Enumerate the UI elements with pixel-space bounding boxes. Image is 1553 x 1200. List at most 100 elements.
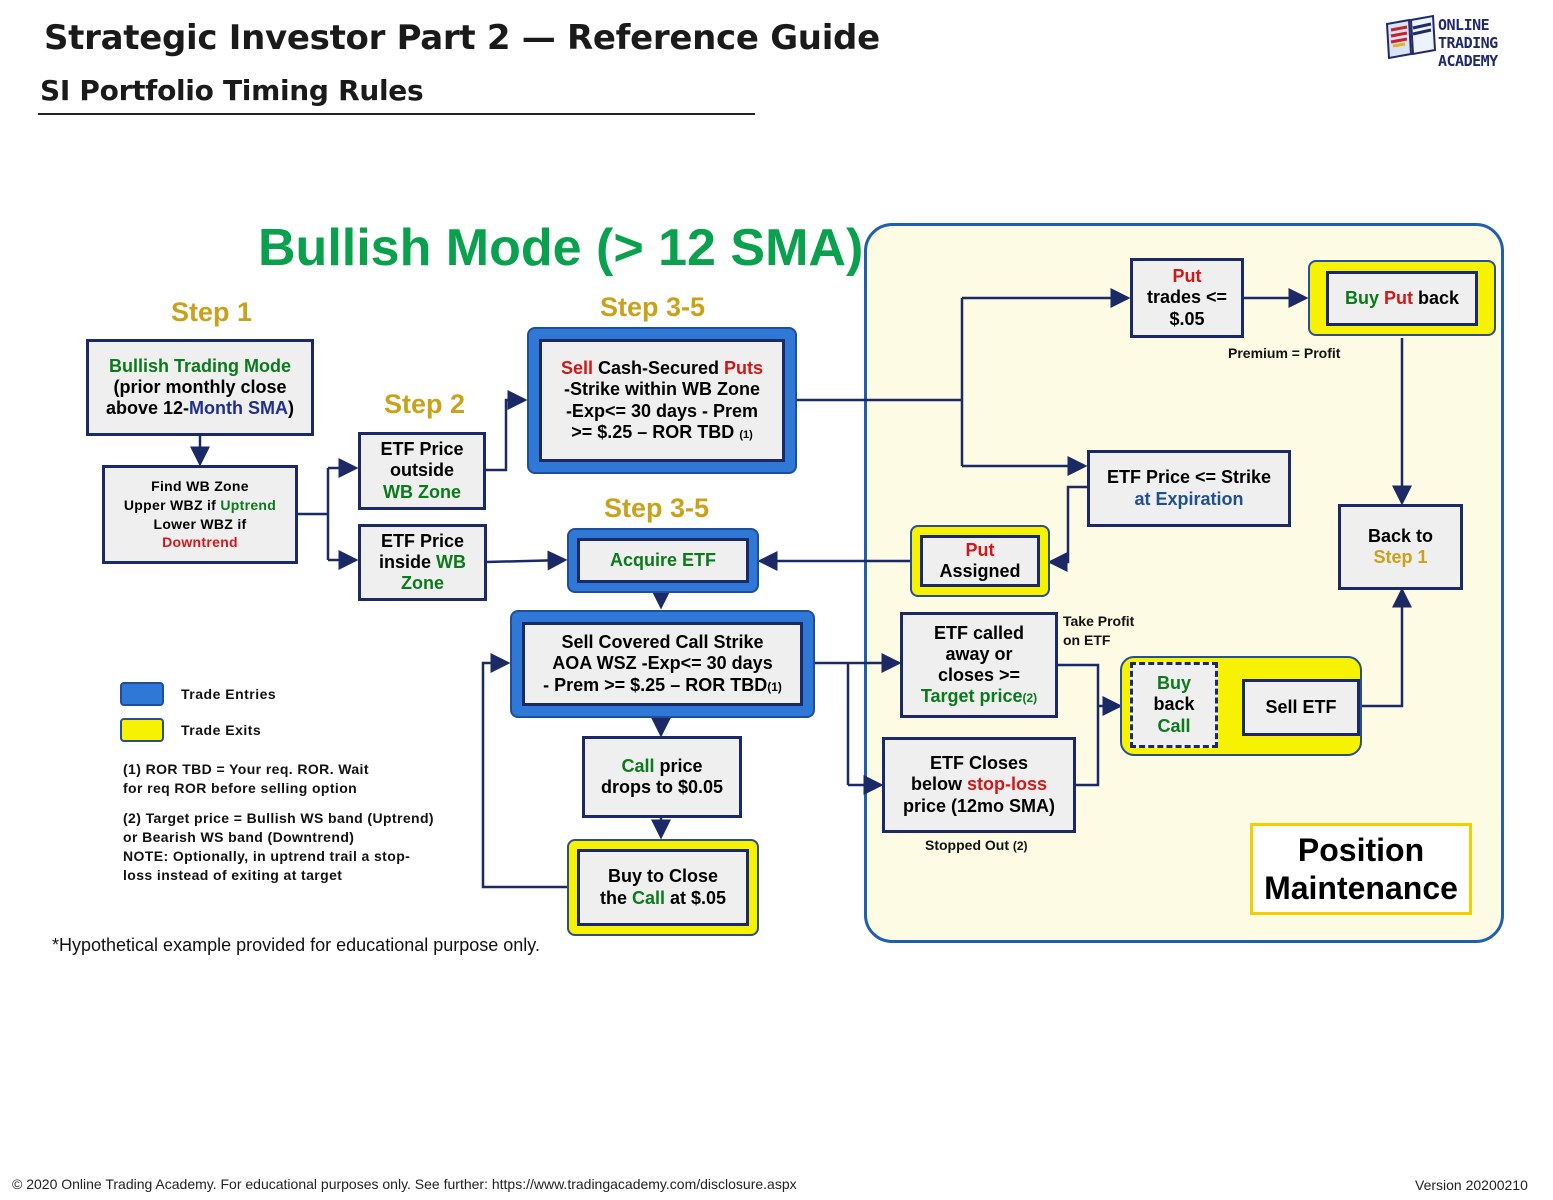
arrow-inside-to-acquire xyxy=(485,550,568,571)
buy-back-call-line2: back xyxy=(1153,694,1195,715)
step-1-label: Step 1 xyxy=(171,297,253,327)
etf-inside-line1: ETF Price xyxy=(380,530,465,551)
step-2-label: Step 2 xyxy=(384,389,466,419)
take-profit-line2: on ETF xyxy=(1063,632,1111,648)
buy-back-call-line1: Buy xyxy=(1156,673,1191,694)
etf-called-line1: ETF called xyxy=(933,622,1025,643)
footnote-1-line2: for req ROR before selling option xyxy=(123,780,358,796)
book-flag-icon xyxy=(1385,14,1437,60)
position-maintenance-label: Position Maintenance xyxy=(1250,823,1472,915)
stopped-out-label: Stopped Out (2) xyxy=(925,837,1028,853)
buy-back-call-box: Buy back Call xyxy=(1130,662,1218,748)
footer-version: Version 20200210 xyxy=(1415,1177,1528,1193)
bullish-mode-line3c: ) xyxy=(288,398,295,419)
pm-label-line1: Position xyxy=(1297,832,1425,868)
buy-back-call-line3: Call xyxy=(1157,715,1191,736)
stopped-out-text: Stopped Out xyxy=(925,837,1009,853)
find-wb-line2a: Upper WBZ if xyxy=(123,496,221,513)
legend-exit-label: Trade Exits xyxy=(181,722,262,738)
sell-puts-line2: -Strike within WB Zone xyxy=(564,379,760,400)
arrow-puts-to-split xyxy=(795,298,964,466)
back-step1-line1: Back to xyxy=(1367,525,1434,546)
call-drops-line1a: Call xyxy=(621,755,655,776)
etf-called-line3: closes >= xyxy=(937,665,1021,685)
legend-entry-swatch xyxy=(120,682,164,706)
footnote-2-line2: or Bearish WS band (Downtrend) xyxy=(123,829,355,845)
etf-strike-line1: ETF Price <= Strike xyxy=(1106,467,1272,488)
footnote-2: (2) Target price = Bullish WS band (Uptr… xyxy=(123,809,434,885)
buy-to-close-exit: Buy to Close the Call at $.05 xyxy=(567,839,759,936)
buy-to-close-box: Buy to Close the Call at $.05 xyxy=(577,849,749,926)
etf-inside-line2a: inside xyxy=(378,551,436,572)
buy-close-line2a: the xyxy=(599,887,632,908)
etf-inside-line2b: WB xyxy=(436,551,466,572)
arrow-called-merge xyxy=(1058,663,1100,787)
put-trades-box: Put trades <= $.05 xyxy=(1130,258,1244,338)
sell-cc-line2: AOA WSZ -Exp<= 30 days xyxy=(552,653,773,674)
arrow-strike-to-assigned xyxy=(1047,485,1087,572)
step-3-5-label-top: Step 3-5 xyxy=(600,292,706,322)
find-wb-zone-box: Find WB Zone Upper WBZ if Uptrend Lower … xyxy=(102,465,298,564)
footnote-2-line1: (2) Target price = Bullish WS band (Uptr… xyxy=(123,810,434,826)
find-wb-line2b: Uptrend xyxy=(220,496,277,513)
sell-puts-line1a: Sell xyxy=(560,358,593,379)
sell-covered-call-entry: Sell Covered Call Strike AOA WSZ -Exp<= … xyxy=(510,610,815,718)
bullish-mode-line3b: Month SMA xyxy=(189,398,289,419)
sell-puts-box: Sell Cash-Secured Puts -Strike within WB… xyxy=(539,339,785,462)
etf-called-footnote: (2) xyxy=(1022,691,1038,706)
title-underline xyxy=(38,113,755,115)
legend-entry-label: Trade Entries xyxy=(181,686,277,702)
stopped-out-footnote: (2) xyxy=(1012,839,1028,853)
sell-puts-entry: Sell Cash-Secured Puts -Strike within WB… xyxy=(527,327,797,474)
bullish-mode-box: Bullish Trading Mode (prior monthly clos… xyxy=(86,339,314,436)
sell-cc-line3: - Prem >= $.25 – ROR TBD xyxy=(543,674,768,695)
buy-put-back-exit: Buy Put back xyxy=(1308,260,1496,336)
buy-put-back-box: Buy Put back xyxy=(1326,271,1478,326)
etf-closes-line1: ETF Closes xyxy=(929,753,1029,774)
page-subtitle: SI Portfolio Timing Rules xyxy=(40,74,424,107)
find-wb-line3: Lower WBZ if xyxy=(153,515,247,532)
pm-label-line2: Maintenance xyxy=(1264,870,1458,906)
etf-inside-box: ETF Price inside WB Zone xyxy=(358,524,487,601)
put-assigned-line1: Put xyxy=(965,539,995,560)
call-drops-line1b: price xyxy=(654,755,703,776)
acquire-etf-line1a: Acquire xyxy=(609,549,678,570)
put-assigned-line2: Assigned xyxy=(939,561,1021,581)
sell-covered-call-box: Sell Covered Call Strike AOA WSZ -Exp<= … xyxy=(522,622,803,706)
put-trades-line1: Put xyxy=(1172,266,1202,287)
put-trades-line2: trades <= xyxy=(1146,287,1228,308)
mode-title: Bullish Mode (> 12 SMA) xyxy=(258,219,864,277)
logo-line-2: ACADEMY xyxy=(1438,52,1498,70)
buy-close-line1: Buy to Close xyxy=(607,866,718,887)
logo-line-1: ONLINE TRADING xyxy=(1438,16,1498,52)
etf-called-line2: away or xyxy=(945,643,1013,664)
footnote-1-line1: (1) ROR TBD = Your req. ROR. Wait xyxy=(123,761,369,777)
arrow-find-split xyxy=(296,468,330,560)
bullish-mode-line2: (prior monthly close xyxy=(113,376,287,397)
etf-outside-line1: ETF Price xyxy=(380,439,464,460)
acquire-etf-line1b: ETF xyxy=(677,549,717,570)
buy-put-back-line1b: Put xyxy=(1383,287,1413,308)
etf-closes-line2b: stop-loss xyxy=(967,774,1048,795)
buy-put-back-line1c: back xyxy=(1412,287,1460,308)
etf-strike-line2: at Expiration xyxy=(1134,488,1244,509)
etf-outside-line3: WB Zone xyxy=(383,481,461,502)
sell-puts-line3: -Exp<= 30 days - Prem xyxy=(565,400,759,421)
find-wb-line4: Downtrend xyxy=(162,534,238,551)
take-profit-label: Take Profit on ETF xyxy=(1063,612,1134,650)
etf-closes-box: ETF Closes below stop-loss price (12mo S… xyxy=(882,737,1076,833)
sell-etf-box: Sell ETF xyxy=(1242,679,1360,736)
footer-copyright: © 2020 Online Trading Academy. For educa… xyxy=(12,1176,797,1192)
footnote-1: (1) ROR TBD = Your req. ROR. Wait for re… xyxy=(123,760,369,798)
arrow-close-loop xyxy=(481,653,567,889)
etf-outside-box: ETF Price outside WB Zone xyxy=(358,432,486,510)
footnote-2-line4: loss instead of exiting at target xyxy=(123,867,343,883)
take-profit-line1: Take Profit xyxy=(1063,613,1135,629)
sell-puts-footnote: (1) xyxy=(739,428,753,441)
etf-strike-box: ETF Price <= Strike at Expiration xyxy=(1087,450,1291,527)
etf-outside-line2: outside xyxy=(389,460,454,481)
etf-closes-line3: price (12mo SMA) xyxy=(902,795,1056,816)
arrow-outside-to-puts xyxy=(485,390,528,472)
sell-etf-line: Sell ETF xyxy=(1265,696,1337,717)
